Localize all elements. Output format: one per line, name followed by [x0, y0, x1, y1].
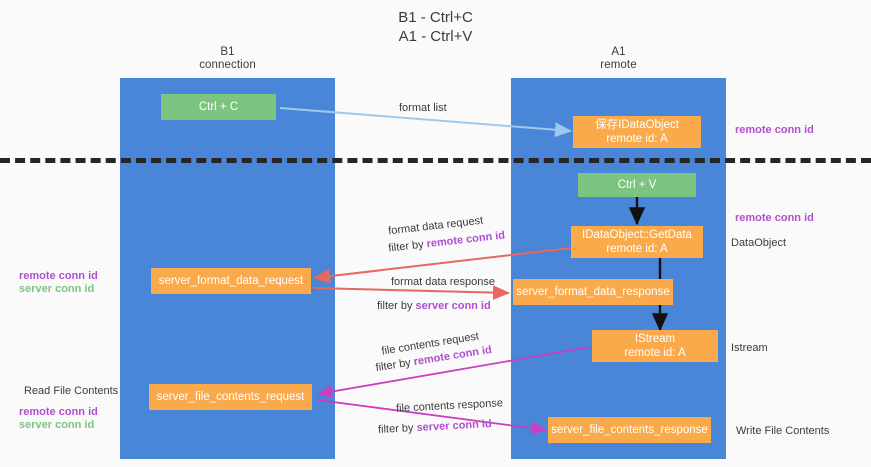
annotation-left-remote-conn-id-mid: remote conn id [19, 269, 98, 283]
node-istream[interactable]: IStream remote id: A [592, 330, 718, 362]
edge-label-file-contents-response-filter: filter by server conn id [378, 417, 492, 437]
diagram-title-line-2: A1 - Ctrl+V [398, 28, 473, 45]
node-store-idataobject[interactable]: 保存IDataObject remote id: A [573, 116, 701, 148]
edge-label-format-data-response-filter-key: server conn id [415, 300, 491, 312]
annotation-right-write-file-contents-text: Write File Contents [736, 425, 830, 437]
annotation-left-remote-conn-id-bottom-text: remote conn id [19, 406, 98, 418]
node-ctrl-v[interactable]: Ctrl + V [578, 173, 696, 197]
lane-title-a1-line-1: A1 [611, 46, 626, 58]
lane-title-b1-line-2: connection [199, 59, 256, 71]
annotation-left-server-conn-id-mid-text: server conn id [19, 283, 95, 295]
node-istream-line-2: remote id: A [624, 347, 686, 359]
lane-title-a1: A1 remote [511, 46, 726, 72]
node-idataobject-getdata-line-2: remote id: A [606, 243, 668, 255]
annotation-right-istream: Istream [731, 341, 768, 355]
node-store-idataobject-line-1: 保存IDataObject [595, 119, 679, 131]
edge-label-format-data-response: format data response [391, 275, 495, 289]
edge-label-file-contents-response-filter-prefix: filter by [377, 421, 417, 436]
node-server-file-contents-request-label: server_file_contents_request [156, 391, 305, 403]
annotation-right-remote-conn-id-mid: remote conn id [735, 211, 814, 225]
annotation-right-remote-conn-id-mid-text: remote conn id [735, 212, 814, 224]
edge-label-format-data-response-filter-prefix: filter by [377, 300, 416, 312]
annotation-left-server-conn-id-bottom: server conn id [19, 418, 94, 432]
node-server-format-data-response[interactable]: server_format_data_response [513, 279, 673, 305]
node-server-file-contents-response-label: server_file_contents_response [551, 424, 708, 436]
annotation-right-write-file-contents: Write File Contents [736, 424, 829, 438]
section-divider [0, 158, 871, 163]
edge-label-file-contents-request-filter-prefix: filter by [374, 356, 415, 375]
node-server-format-data-request-label: server_format_data_request [158, 275, 304, 287]
edge-label-format-list: format list [399, 101, 447, 115]
node-store-idataobject-line-2: remote id: A [606, 133, 668, 145]
annotation-left-read-file-contents: Read File Contents [24, 384, 118, 398]
edge-label-file-contents-response: file contents response [396, 396, 504, 416]
annotation-right-dataobject: DataObject [731, 236, 786, 250]
annotation-left-server-conn-id-bottom-text: server conn id [19, 419, 95, 431]
diagram-title-line-1: B1 - Ctrl+C [398, 9, 473, 26]
lane-title-b1: B1 connection [120, 46, 335, 72]
node-ctrl-v-label: Ctrl + V [617, 179, 657, 191]
diagram-title: B1 - Ctrl+C A1 - Ctrl+V [0, 8, 871, 46]
edge-label-format-list-text: format list [399, 102, 447, 114]
edge-label-file-contents-response-text: file contents response [395, 397, 504, 415]
annotation-right-istream-text: Istream [731, 342, 768, 354]
annotation-left-read-file-contents-text: Read File Contents [24, 385, 119, 397]
annotation-right-dataobject-text: DataObject [731, 237, 787, 249]
edge-label-format-data-response-filter: filter by server conn id [377, 299, 491, 313]
node-server-file-contents-response[interactable]: server_file_contents_response [548, 417, 711, 443]
node-server-format-data-request[interactable]: server_format_data_request [151, 268, 311, 294]
edge-label-format-data-request-filter-prefix: filter by [387, 238, 428, 255]
edge-label-file-contents-response-filter-key: server conn id [416, 418, 492, 434]
node-ctrl-c[interactable]: Ctrl + C [161, 94, 276, 120]
annotation-left-server-conn-id-mid: server conn id [19, 282, 94, 296]
node-istream-line-1: IStream [634, 333, 676, 345]
node-server-file-contents-request[interactable]: server_file_contents_request [149, 384, 312, 410]
node-idataobject-getdata[interactable]: IDataObject::GetData remote id: A [571, 226, 703, 258]
annotation-right-remote-conn-id-top: remote conn id [735, 123, 814, 137]
node-ctrl-c-label: Ctrl + C [198, 101, 239, 113]
lane-title-a1-line-2: remote [600, 59, 637, 71]
annotation-right-remote-conn-id-top-text: remote conn id [735, 124, 814, 136]
annotation-left-remote-conn-id-bottom: remote conn id [19, 405, 98, 419]
node-idataobject-getdata-line-1: IDataObject::GetData [582, 229, 692, 241]
lane-title-b1-line-1: B1 [220, 46, 235, 58]
annotation-left-remote-conn-id-mid-text: remote conn id [19, 270, 98, 282]
edge-label-format-data-response-text: format data response [391, 276, 495, 288]
node-server-format-data-response-label: server_format_data_response [516, 286, 670, 298]
